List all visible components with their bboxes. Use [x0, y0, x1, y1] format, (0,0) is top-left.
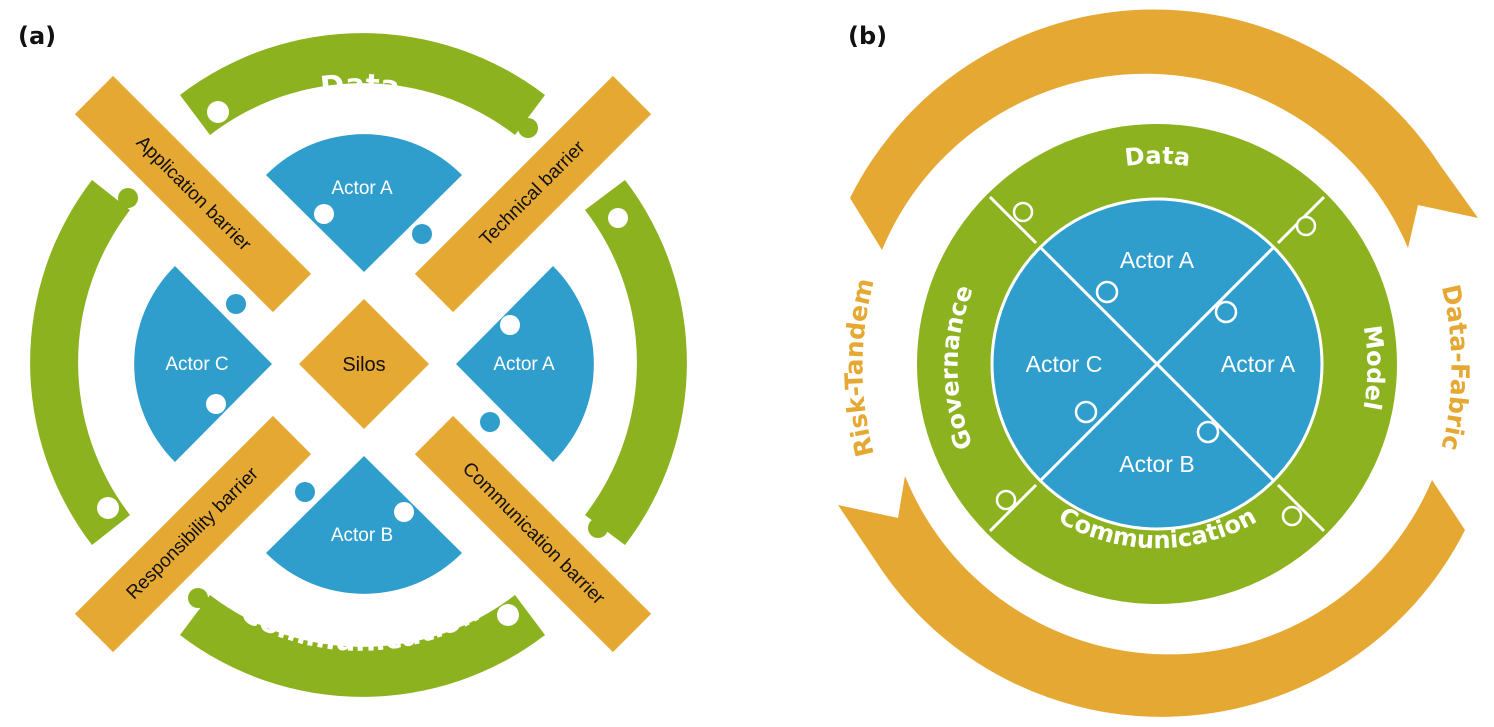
actor-label-b-left: Actor C [1026, 351, 1103, 377]
ring-segment-governance [30, 180, 131, 545]
barrier-bar-communication [414, 415, 652, 653]
barrier-bar-responsibility [74, 415, 312, 653]
puzzle-tab [608, 208, 628, 228]
ring-label-model: Model [698, 312, 737, 419]
actor-label-bottom: Actor B [331, 525, 393, 546]
silos-label: Silos [342, 354, 385, 376]
ring-puzzle-tabs [995, 201, 1317, 527]
barrier-label-responsibility: Responsibility barrier [123, 463, 264, 604]
barrier-bar-application [74, 75, 312, 313]
outer-arrow-interoperability [850, 9, 1478, 250]
barrier-label-application: Application barrier [132, 132, 256, 256]
ring-label-b-data: Data [1123, 142, 1192, 172]
puzzle-tab [518, 118, 538, 138]
ring-segment-model [585, 180, 687, 545]
puzzle-tab [500, 315, 520, 335]
ring-label-b-model: Model [1357, 324, 1389, 413]
actor-label-right: Actor A [493, 354, 555, 375]
actor-label-left: Actor C [165, 354, 228, 375]
ring-segment-data [180, 33, 545, 135]
puzzle-tab [394, 502, 414, 522]
actor-piece-top [266, 134, 462, 272]
barrier-bar-technical [414, 75, 652, 313]
outer-label-data-fabric: Data-Fabric [1436, 282, 1475, 453]
puzzle-tab [412, 224, 432, 244]
actor-piece-bottom [266, 456, 462, 594]
puzzle-tab [480, 412, 500, 432]
ring-segment-communication [180, 595, 545, 697]
puzzle-tab [207, 101, 229, 123]
actor-piece-right [456, 266, 594, 462]
actor-piece-left [134, 266, 272, 462]
panel-b-label: (b) [848, 22, 887, 50]
panel-a-barriers [74, 75, 652, 653]
puzzle-tab [206, 394, 226, 414]
actor-label-b-top: Actor A [1120, 247, 1195, 273]
barrier-label-communication: Communication barrier [458, 458, 609, 609]
puzzle-tab [118, 188, 138, 208]
puzzle-tab [97, 497, 119, 519]
panel-a-label: (a) [18, 22, 56, 50]
outer-label-coproduction: Co-production [1050, 599, 1266, 648]
actor-label-b-bottom: Actor B [1119, 451, 1194, 477]
ring-label-data: Data [319, 67, 402, 104]
actor-puzzle-tabs [1074, 280, 1238, 444]
puzzle-tab [497, 604, 519, 626]
panel-a-ring-segments [30, 33, 687, 697]
outer-label-risk-tandem: Risk-Tandem [839, 276, 879, 460]
barrier-label-technical: Technical barrier [476, 136, 590, 250]
puzzle-tab [226, 294, 246, 314]
actor-label-top: Actor A [331, 178, 393, 199]
puzzle-tab [588, 518, 608, 538]
actor-label-b-right: Actor A [1221, 351, 1296, 377]
puzzle-tab [188, 588, 208, 608]
outer-arrow-coproduction [838, 476, 1465, 717]
panel-a-actors [134, 134, 594, 594]
actor-disc-seams [1038, 245, 1276, 483]
puzzle-tab [314, 204, 334, 224]
puzzle-tab [295, 482, 315, 502]
